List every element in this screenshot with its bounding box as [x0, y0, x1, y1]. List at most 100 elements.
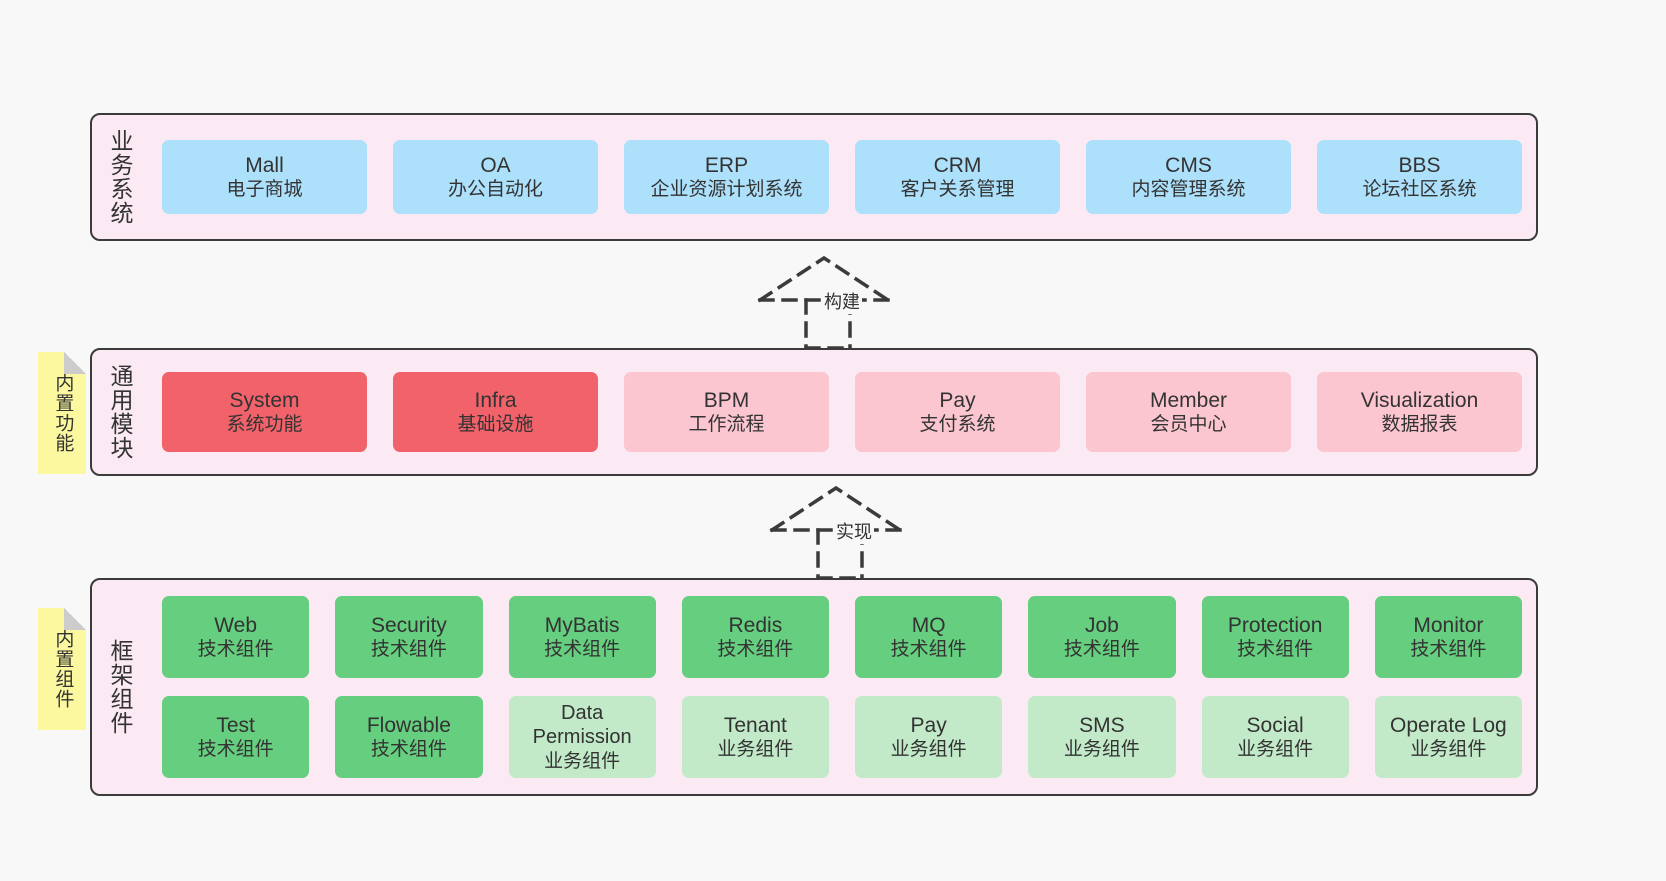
- framework-card-sms[interactable]: SMS 业务组件: [1028, 696, 1176, 778]
- business-system-layer-title: 业务系统: [107, 129, 134, 225]
- card-subtitle: 技术组件: [197, 639, 274, 661]
- framework-card-flowable[interactable]: Flowable 技术组件: [335, 696, 483, 778]
- connector-build-label: 构建: [822, 288, 862, 314]
- common-module-layer-title: 通用模块: [107, 364, 134, 460]
- common-module-layer: 通用模块 System 系统功能 Infra 基础设施 BPM 工作流程 Pay…: [90, 348, 1538, 476]
- framework-card-data-permission[interactable]: Data Permission 业务组件: [508, 696, 656, 778]
- business-card-oa[interactable]: OA 办公自动化: [393, 140, 598, 214]
- card-subtitle: 技术组件: [197, 739, 274, 761]
- card-subtitle: 业务组件: [1410, 739, 1487, 761]
- card-subtitle: 业务组件: [544, 750, 621, 772]
- framework-card-monitor[interactable]: Monitor 技术组件: [1374, 596, 1522, 678]
- card-name: Redis: [728, 613, 783, 637]
- card-subtitle: 技术组件: [370, 739, 447, 761]
- card-name: Pay: [939, 388, 976, 412]
- card-subtitle: 基础设施: [457, 414, 534, 436]
- card-name: Visualization: [1360, 388, 1479, 412]
- framework-card-web[interactable]: Web 技术组件: [162, 596, 310, 678]
- card-name: MQ: [911, 613, 946, 637]
- card-subtitle: 会员中心: [1150, 414, 1227, 436]
- card-subtitle: 论坛社区系统: [1362, 179, 1477, 201]
- sticky-note-label: 内置组件: [52, 629, 74, 709]
- connector-implement-label: 实现: [834, 518, 874, 544]
- card-name: Mall: [245, 153, 284, 177]
- card-subtitle: 技术组件: [717, 639, 794, 661]
- card-name: System: [229, 388, 300, 412]
- framework-card-security[interactable]: Security 技术组件: [335, 596, 483, 678]
- common-card-system[interactable]: System 系统功能: [162, 372, 367, 452]
- framework-component-layer-title: 框架组件: [107, 639, 134, 735]
- card-name: MyBatis: [544, 613, 620, 637]
- card-name: OA: [480, 153, 511, 177]
- card-subtitle: 系统功能: [226, 414, 303, 436]
- framework-card-social[interactable]: Social 业务组件: [1201, 696, 1349, 778]
- framework-component-card-area: Web 技术组件 Security 技术组件 MyBatis 技术组件 Redi…: [148, 580, 1536, 794]
- card-name: Infra: [474, 388, 517, 412]
- sticky-note-builtin-component: 内置组件: [38, 608, 86, 730]
- card-subtitle: 数据报表: [1381, 414, 1458, 436]
- framework-component-row-2: Test 技术组件 Flowable 技术组件 Data Permission …: [162, 696, 1522, 778]
- card-subtitle: 技术组件: [1063, 639, 1140, 661]
- card-subtitle: 技术组件: [370, 639, 447, 661]
- common-module-card-area: System 系统功能 Infra 基础设施 BPM 工作流程 Pay 支付系统…: [148, 350, 1536, 474]
- card-name: BBS: [1398, 153, 1441, 177]
- card-name: Operate Log: [1389, 713, 1507, 737]
- card-subtitle: 业务组件: [1063, 739, 1140, 761]
- card-name: Test: [216, 713, 255, 737]
- framework-card-operate-log[interactable]: Operate Log 业务组件: [1374, 696, 1522, 778]
- card-subtitle: 技术组件: [544, 639, 621, 661]
- framework-component-layer: 框架组件 Web 技术组件 Security 技术组件 MyBatis 技术组件…: [90, 578, 1538, 796]
- card-subtitle: 办公自动化: [447, 179, 543, 201]
- framework-card-job[interactable]: Job 技术组件: [1028, 596, 1176, 678]
- card-subtitle: 电子商城: [226, 179, 303, 201]
- framework-card-protection[interactable]: Protection 技术组件: [1201, 596, 1349, 678]
- card-subtitle: 客户关系管理: [900, 179, 1015, 201]
- common-card-infra[interactable]: Infra 基础设施: [393, 372, 598, 452]
- card-name: Flowable: [366, 713, 451, 737]
- connector-build: 构建: [740, 252, 940, 352]
- common-module-row: System 系统功能 Infra 基础设施 BPM 工作流程 Pay 支付系统…: [162, 372, 1522, 452]
- common-card-visualization[interactable]: Visualization 数据报表: [1317, 372, 1522, 452]
- framework-card-tenant[interactable]: Tenant 业务组件: [681, 696, 829, 778]
- card-name: Member: [1149, 388, 1228, 412]
- framework-card-mq[interactable]: MQ 技术组件: [855, 596, 1003, 678]
- common-card-bpm[interactable]: BPM 工作流程: [624, 372, 829, 452]
- card-subtitle: 技术组件: [1237, 639, 1314, 661]
- framework-card-pay[interactable]: Pay 业务组件: [855, 696, 1003, 778]
- card-name: Data Permission: [532, 702, 632, 749]
- card-subtitle: 业务组件: [1237, 739, 1314, 761]
- card-subtitle: 业务组件: [717, 739, 794, 761]
- business-card-erp[interactable]: ERP 企业资源计划系统: [624, 140, 829, 214]
- card-name: Pay: [910, 713, 947, 737]
- business-system-layer: 业务系统 Mall 电子商城 OA 办公自动化 ERP 企业资源计划系统 CRM…: [90, 113, 1538, 241]
- card-subtitle: 工作流程: [688, 414, 765, 436]
- business-card-crm[interactable]: CRM 客户关系管理: [855, 140, 1060, 214]
- card-subtitle: 企业资源计划系统: [650, 179, 803, 201]
- card-name: Protection: [1227, 613, 1323, 637]
- business-card-cms[interactable]: CMS 内容管理系统: [1086, 140, 1291, 214]
- framework-card-test[interactable]: Test 技术组件: [162, 696, 310, 778]
- business-card-mall[interactable]: Mall 电子商城: [162, 140, 367, 214]
- card-subtitle: 支付系统: [919, 414, 996, 436]
- card-name: BPM: [703, 388, 750, 412]
- card-name: Tenant: [723, 713, 787, 737]
- card-name: SMS: [1079, 713, 1125, 737]
- connector-implement: 实现: [752, 482, 952, 582]
- framework-card-redis[interactable]: Redis 技术组件: [681, 596, 829, 678]
- framework-component-row-1: Web 技术组件 Security 技术组件 MyBatis 技术组件 Redi…: [162, 596, 1522, 678]
- business-system-row: Mall 电子商城 OA 办公自动化 ERP 企业资源计划系统 CRM 客户关系…: [162, 140, 1522, 214]
- card-name: CRM: [933, 153, 982, 177]
- card-name: Web: [214, 613, 258, 637]
- card-subtitle: 内容管理系统: [1131, 179, 1246, 201]
- common-card-member[interactable]: Member 会员中心: [1086, 372, 1291, 452]
- card-subtitle: 业务组件: [890, 739, 967, 761]
- common-card-pay[interactable]: Pay 支付系统: [855, 372, 1060, 452]
- card-name: ERP: [704, 153, 749, 177]
- card-name: Social: [1246, 713, 1304, 737]
- card-name: Job: [1084, 613, 1119, 637]
- framework-card-mybatis[interactable]: MyBatis 技术组件: [508, 596, 656, 678]
- card-subtitle: 技术组件: [1410, 639, 1487, 661]
- business-card-bbs[interactable]: BBS 论坛社区系统: [1317, 140, 1522, 214]
- card-name: Monitor: [1413, 613, 1484, 637]
- card-name: CMS: [1165, 153, 1212, 177]
